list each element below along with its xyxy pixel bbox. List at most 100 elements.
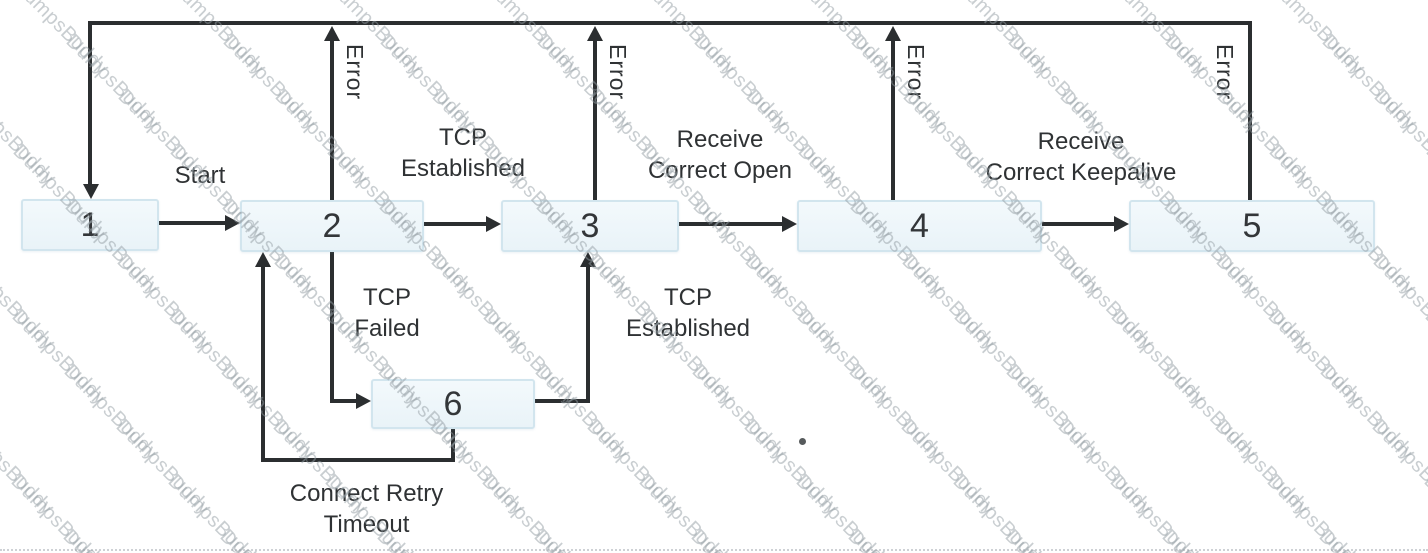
transition-line-2-3 bbox=[424, 222, 487, 226]
label-error-4: Error bbox=[903, 44, 929, 101]
arrowhead-right-1-2 bbox=[225, 215, 240, 231]
label-connect-retry-timeout: Connect Retry Timeout bbox=[289, 480, 444, 538]
watermark-text: DumpsBuddy bbox=[794, 0, 899, 80]
watermark-text: DumpsBuddy bbox=[948, 470, 1053, 553]
watermark-text: DumpsBuddy bbox=[897, 250, 1002, 355]
state-box-2: 2 bbox=[240, 200, 424, 252]
label-receive-correct-open: Receive Correct Open bbox=[647, 126, 793, 184]
watermark-text: DumpsBuddy bbox=[1105, 470, 1210, 553]
arrowhead-right-3-4 bbox=[782, 216, 797, 232]
label-error-2: Error bbox=[342, 44, 368, 101]
connect-retry-line-left bbox=[261, 458, 455, 462]
label-error-5: Error bbox=[1212, 44, 1238, 101]
watermark-text: DumpsBuddy bbox=[951, 0, 1056, 80]
watermark-text: DumpsBuddy bbox=[844, 360, 949, 465]
watermark-text: DumpsBuddy bbox=[530, 360, 635, 465]
state-label-5: 5 bbox=[1242, 207, 1262, 245]
watermark-text: DumpsBuddy bbox=[582, 415, 687, 520]
tcp-established-line-up bbox=[586, 266, 590, 403]
arrowhead-right-4-5 bbox=[1114, 216, 1129, 232]
stray-dot bbox=[799, 438, 806, 445]
state-label-1: 1 bbox=[80, 206, 100, 244]
watermark-text: DumpsBuddy bbox=[164, 305, 269, 410]
tcp-established-line-right bbox=[535, 399, 590, 403]
watermark-text: DumpsBuddy bbox=[0, 250, 60, 355]
connect-retry-line-down bbox=[451, 429, 455, 462]
watermark-text: DumpsBuddy bbox=[477, 470, 582, 553]
watermark-text: DumpsBuddy bbox=[0, 360, 7, 465]
label-tcp-failed: TCP Failed bbox=[354, 284, 420, 342]
watermark-text: DumpsBuddy bbox=[1106, 305, 1211, 410]
watermark-text: DumpsBuddy bbox=[0, 415, 59, 520]
watermark-text: DumpsBuddy bbox=[1262, 470, 1367, 553]
watermark-text: DumpsBuddy bbox=[111, 415, 216, 520]
error-line-from-state-4 bbox=[891, 40, 895, 200]
watermark-text: DumpsBuddy bbox=[166, 0, 271, 80]
watermark-text: DumpsBuddy bbox=[1369, 85, 1428, 190]
watermark-text: DumpsBuddy bbox=[1003, 30, 1108, 135]
watermark-text: DumpsBuddy bbox=[1158, 360, 1263, 465]
watermark-text: DumpsBuddy bbox=[0, 195, 8, 300]
label-error-3: Error bbox=[605, 44, 631, 101]
state-box-3: 3 bbox=[501, 200, 679, 252]
arrowhead-right-into-state-6 bbox=[356, 393, 371, 409]
arrowhead-right-2-3 bbox=[486, 216, 501, 232]
watermark-text: DumpsBuddy bbox=[1315, 360, 1420, 465]
watermark-text: DumpsBuddy bbox=[270, 85, 375, 190]
watermark-text: DumpsBuddy bbox=[1212, 85, 1317, 190]
label-tcp-established-lower: TCP Established bbox=[625, 284, 751, 342]
arrowhead-down-into-state-1 bbox=[83, 184, 99, 199]
watermark-text: DumpsBuddy bbox=[1317, 30, 1422, 135]
state-box-1: 1 bbox=[21, 199, 159, 251]
watermark-text: DumpsBuddy bbox=[1108, 0, 1213, 80]
watermark-text: DumpsBuddy bbox=[0, 30, 9, 135]
state-label-2: 2 bbox=[322, 207, 342, 245]
watermark-text: DumpsBuddy bbox=[1368, 250, 1428, 355]
arrowhead-up-error-3 bbox=[587, 26, 603, 41]
watermark-text: DumpsBuddy bbox=[216, 360, 321, 465]
watermark-text: DumpsBuddy bbox=[61, 30, 166, 135]
error-return-left-line bbox=[88, 21, 92, 186]
state-label-3: 3 bbox=[580, 207, 600, 245]
watermark-text: DumpsBuddy bbox=[112, 250, 217, 355]
state-label-4: 4 bbox=[910, 207, 929, 245]
watermark-text: DumpsBuddy bbox=[846, 30, 951, 135]
state-label-6: 6 bbox=[443, 385, 463, 423]
watermark-text: DumpsBuddy bbox=[1001, 360, 1106, 465]
watermark-text: DumpsBuddy bbox=[375, 30, 480, 135]
watermark-text: DumpsBuddy bbox=[1210, 415, 1315, 520]
watermark-text: DumpsBuddy bbox=[1421, 140, 1428, 245]
transition-line-1-2 bbox=[159, 221, 226, 225]
watermark-text: DumpsBuddy bbox=[1263, 305, 1368, 410]
watermark-text: DumpsBuddy bbox=[634, 470, 739, 553]
tcp-failed-line-right bbox=[330, 399, 357, 403]
arrowhead-up-into-state-3 bbox=[580, 252, 596, 267]
state-box-4: 4 bbox=[797, 200, 1042, 252]
watermark-text: DumpsBuddy bbox=[1419, 470, 1428, 553]
bottom-dotted-line bbox=[0, 549, 1428, 551]
transition-line-4-5 bbox=[1042, 222, 1115, 226]
error-line-from-state-3 bbox=[593, 40, 597, 200]
state-box-5: 5 bbox=[1129, 200, 1375, 252]
watermark-text: DumpsBuddy bbox=[687, 360, 792, 465]
arrowhead-up-error-4 bbox=[885, 26, 901, 41]
watermark-text: DumpsBuddy bbox=[1420, 305, 1428, 410]
label-receive-correct-keepalive: Receive Correct Keepalive bbox=[985, 128, 1177, 186]
error-line-from-state-5 bbox=[1248, 21, 1252, 200]
arrowhead-up-into-state-2 bbox=[255, 252, 271, 267]
watermark-text: DumpsBuddy bbox=[7, 305, 112, 410]
watermark-text: DumpsBuddy bbox=[218, 30, 323, 135]
watermark-text: DumpsBuddy bbox=[1211, 250, 1316, 355]
watermark-text: DumpsBuddy bbox=[896, 415, 1001, 520]
watermark-text: DumpsBuddy bbox=[0, 85, 61, 190]
watermark-text: DumpsBuddy bbox=[163, 470, 268, 553]
watermark-text: DumpsBuddy bbox=[739, 415, 844, 520]
arrowhead-up-error-2 bbox=[324, 26, 340, 41]
connect-retry-line-up bbox=[261, 266, 265, 460]
watermark-text: DumpsBuddy bbox=[1265, 0, 1370, 80]
watermark-text: DumpsBuddy bbox=[949, 305, 1054, 410]
watermark-text: DumpsBuddy bbox=[792, 305, 897, 410]
watermark-text: DumpsBuddy bbox=[9, 0, 114, 80]
watermark-text: DumpsBuddy bbox=[1422, 0, 1428, 80]
